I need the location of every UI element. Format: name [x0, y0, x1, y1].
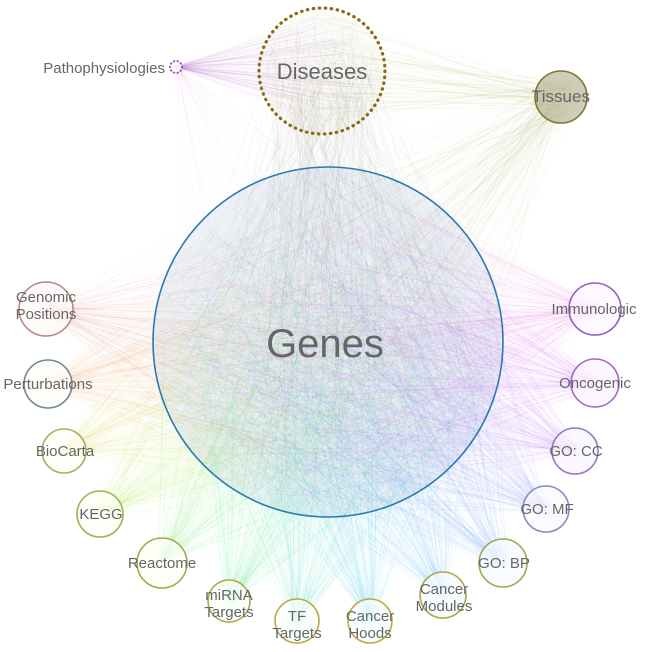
edge-bundle-tf_targets-genes [167, 180, 496, 628]
edge-bundle-biocarta-genes [57, 185, 491, 506]
edge-bundle-diseases-genes [159, 15, 498, 507]
node-fill-genes [153, 167, 503, 517]
label-oncogenic: Oncogenic [559, 375, 631, 392]
node-oncogenic[interactable] [570, 358, 620, 408]
label-reactome: Reactome [128, 555, 196, 572]
edge-bundle-go_mf-genes [162, 180, 553, 516]
node-cancer_hoods[interactable] [347, 598, 393, 644]
label-go_cc: GO: CC [549, 443, 603, 460]
edge-bundle-kegg-genes [93, 181, 488, 521]
label-biocarta: BioCarta [36, 443, 95, 460]
node-go_cc[interactable] [551, 427, 599, 475]
label-perturbations: Perturbations [3, 376, 92, 393]
edge-bundle-reactome-genes [154, 180, 493, 571]
label-go_bp: GO: BP [478, 555, 530, 572]
edge-bundle-cancer_modules-genes [172, 181, 490, 602]
node-reactome[interactable] [136, 537, 188, 589]
edge-bundle-mirna_targets-genes [170, 187, 492, 608]
edge-bundle-genomic_positions-genes [37, 179, 493, 507]
node-go_bp[interactable] [478, 538, 528, 588]
node-cancer_modules[interactable] [419, 571, 467, 619]
node-genes[interactable] [152, 166, 504, 518]
node-tissues[interactable] [534, 70, 588, 124]
edge-bundle-perturbations-genes [41, 187, 496, 505]
label-genes: Genes [266, 322, 384, 366]
node-fill-diseases [259, 8, 385, 134]
label-diseases: Diseases [277, 59, 367, 84]
edge-bundle-oncogenic-genes [177, 177, 602, 502]
node-biocarta[interactable] [41, 428, 87, 474]
node-mirna_targets[interactable] [207, 579, 251, 623]
node-diseases[interactable] [257, 6, 387, 136]
label-go_mf: GO: MF [520, 501, 573, 518]
label-immunologic: Immunologic [551, 301, 637, 318]
label-pathophysiologies: Pathophysiologies [43, 60, 165, 77]
node-go_mf[interactable] [522, 485, 570, 533]
edge-bundle-pathophysiologies-diseases [174, 14, 375, 127]
label-kegg: KEGG [79, 506, 122, 523]
edge-bundle-go_bp-genes [162, 182, 511, 571]
node-perturbations[interactable] [23, 359, 73, 409]
edge-bundle-cancer_hoods-genes [171, 178, 485, 628]
node-genomic_positions[interactable] [18, 281, 74, 337]
node-tf_targets[interactable] [274, 598, 320, 644]
edge-bundle-immunologic-genes [163, 174, 603, 510]
node-pathophysiologies[interactable] [169, 60, 183, 74]
label-tissues: Tissues [532, 87, 590, 106]
node-kegg[interactable] [76, 490, 124, 538]
edge-bundle-tissues-genes [183, 77, 581, 500]
node-immunologic[interactable] [568, 282, 622, 336]
edge-bundle-go_cc-genes [184, 198, 582, 506]
edge-bundle-tissues-diseases [269, 16, 576, 121]
